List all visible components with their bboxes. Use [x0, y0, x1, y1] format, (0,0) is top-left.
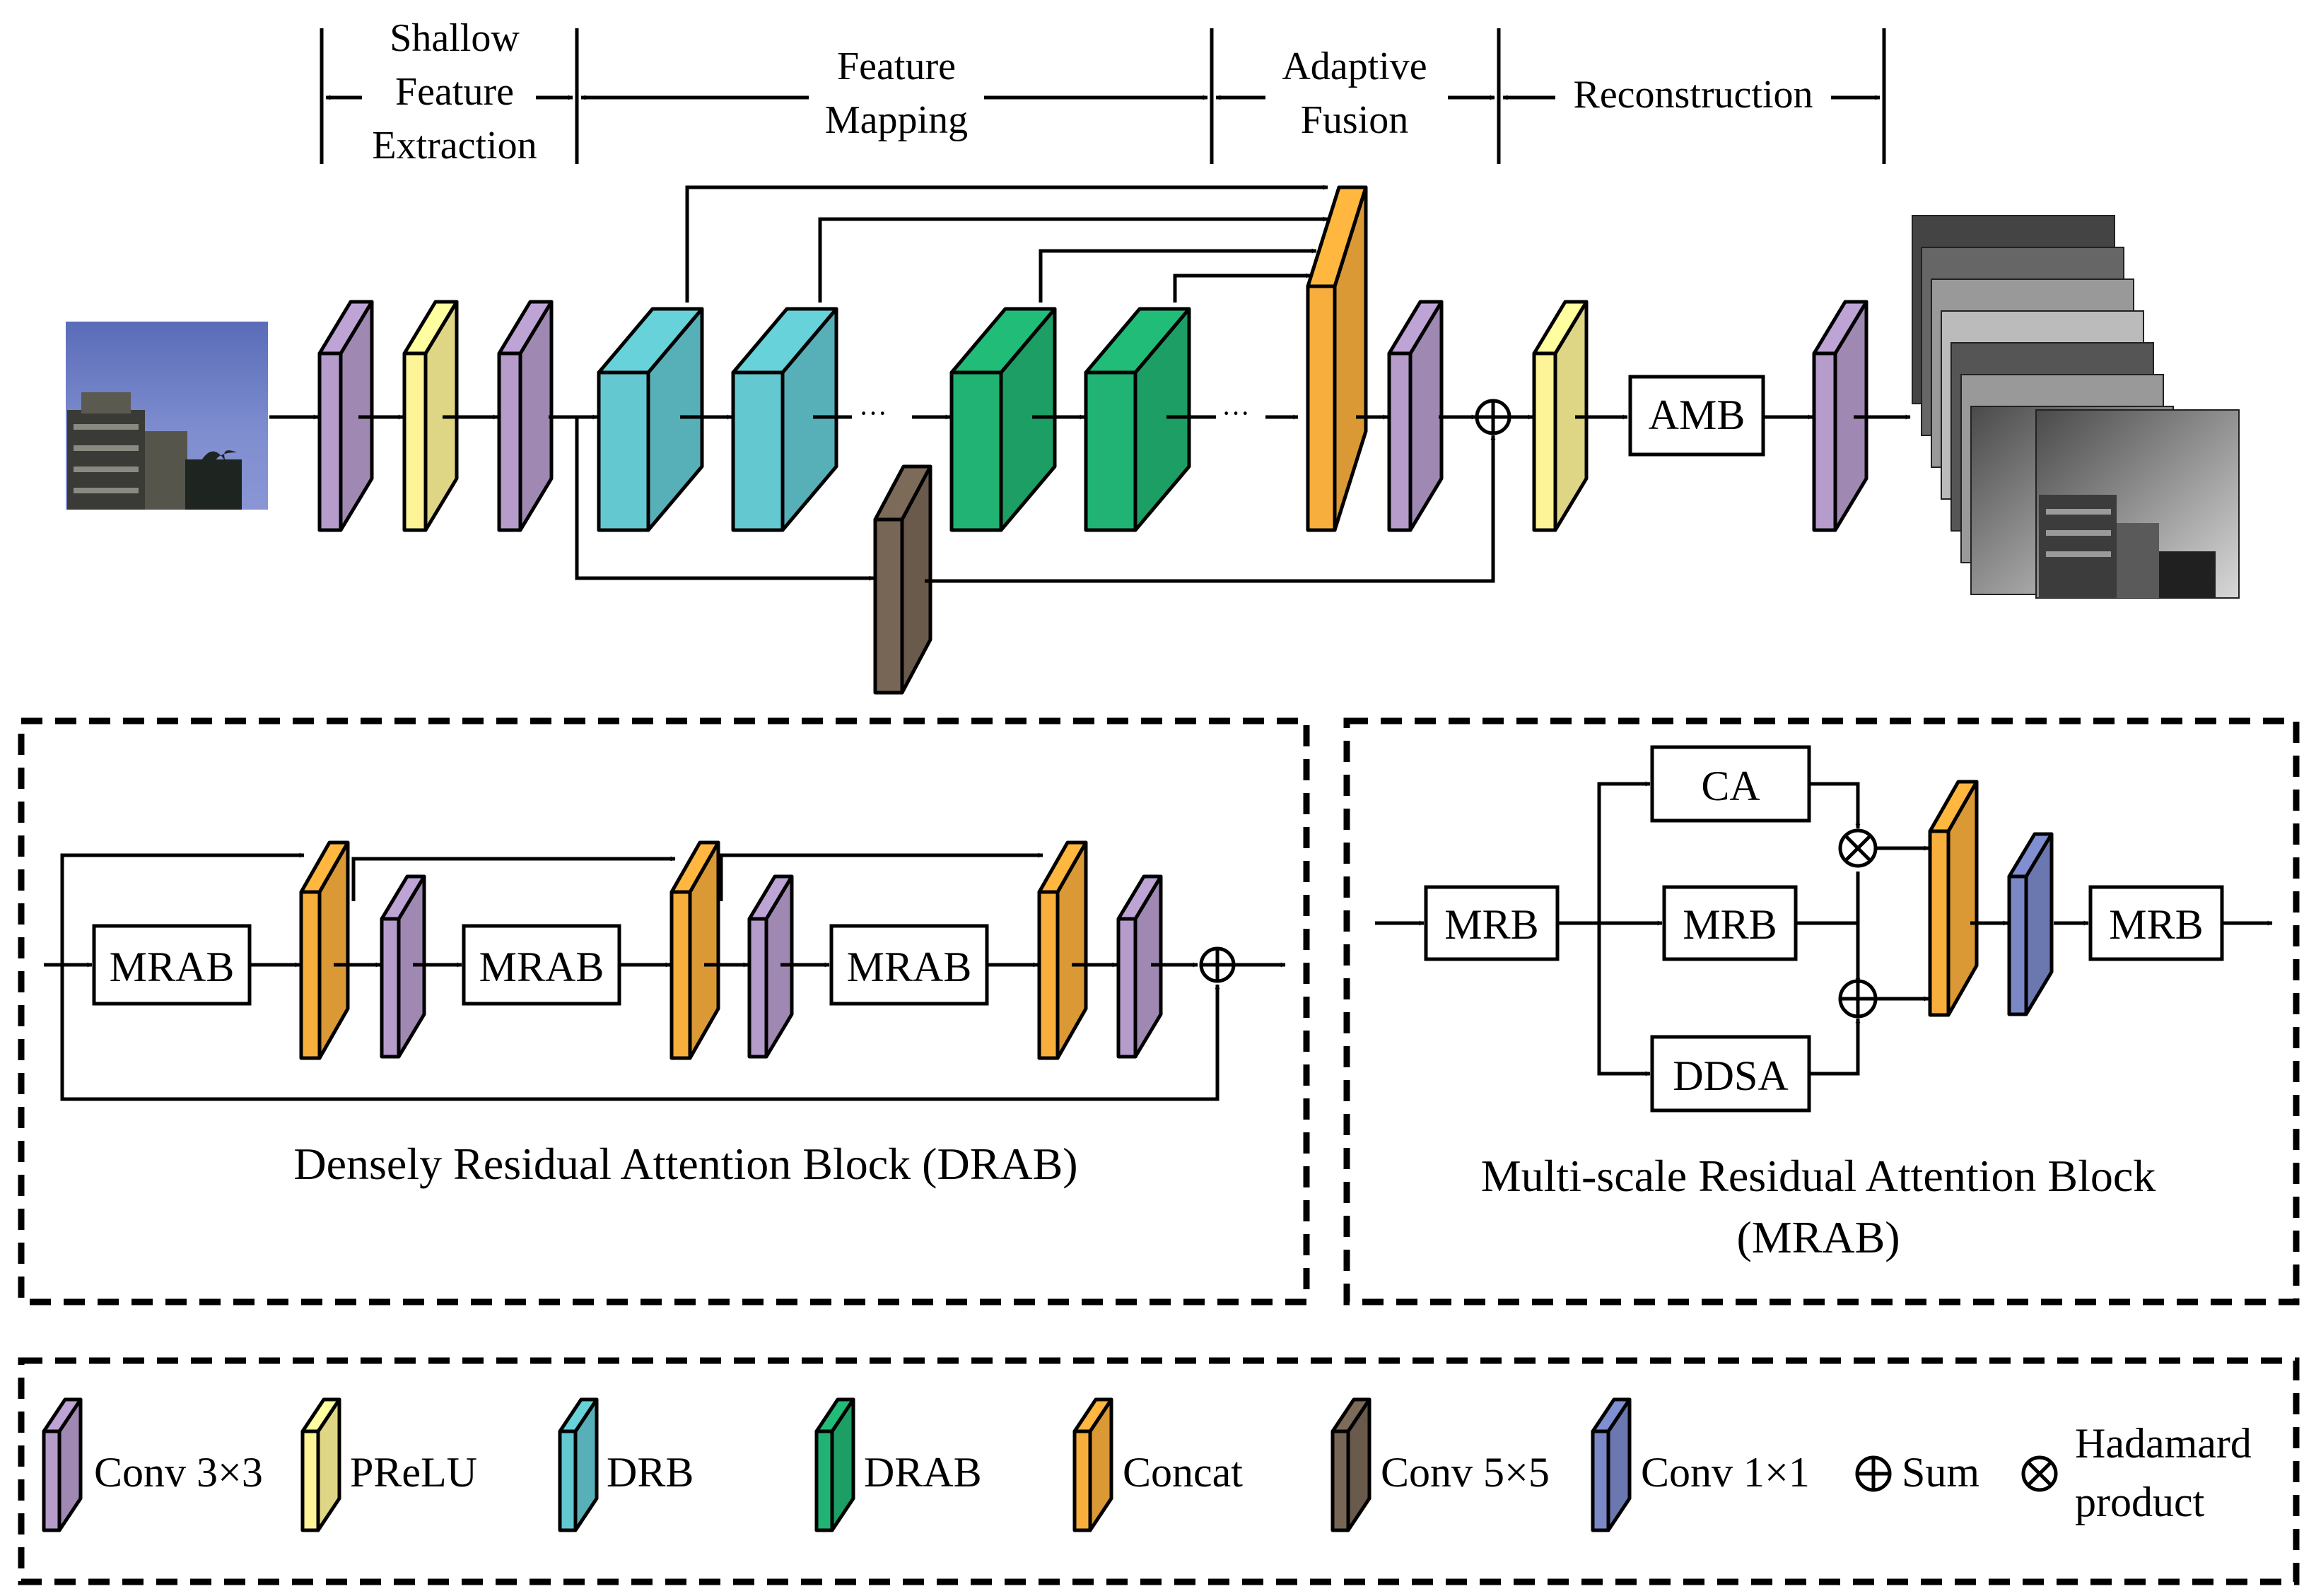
mrab-ca-box	[1650, 745, 1811, 823]
legend-swatch-drab	[814, 1397, 855, 1532]
main-sum-node	[1475, 399, 1511, 435]
mrab-concat-block	[1928, 780, 1979, 1017]
drab-caption: Densely Residual Attention Block (DRAB)	[293, 1139, 1077, 1189]
drab-concat-3	[1037, 840, 1088, 1060]
drab-mrab-label-3: MRAB	[847, 944, 972, 990]
drab-conv3x3-2	[747, 874, 794, 1059]
mrab-caption-line-1: Multi-scale Residual Attention Block	[1481, 1151, 2156, 1201]
output-image-stack	[1912, 215, 2240, 599]
stage-label-mapping-1: Feature	[837, 45, 956, 88]
drab-conv3x3-1	[380, 874, 426, 1059]
mrab-output-mrb-label: MRB	[2109, 901, 2203, 948]
legend-label-conv3: Conv 3×3	[94, 1449, 263, 1496]
legend-label-conv1: Conv 1×1	[1641, 1449, 1810, 1496]
drab-mrab-box-1	[92, 924, 252, 1006]
drab-concat-1	[299, 840, 350, 1060]
legend-label-sum: Sum	[1902, 1449, 1979, 1496]
stage-label-fusion-1: Adaptive	[1282, 45, 1427, 88]
stage-header: Shallow Feature Extraction Feature Mappi…	[320, 16, 1886, 168]
drb-block-2	[731, 307, 838, 532]
amb-block: AMB	[1628, 375, 1765, 457]
main-pipeline	[317, 185, 1868, 695]
legend-swatch-prelu	[300, 1397, 341, 1532]
legend-label-drab: DRAB	[864, 1449, 982, 1496]
prelu-block-1	[402, 300, 459, 532]
mrab-output-mrb-box	[2088, 885, 2224, 961]
mrab-ddsa-box	[1650, 1035, 1811, 1113]
drab-panel-frame	[18, 717, 1310, 1305]
legend-panel-frame	[18, 1357, 2300, 1585]
legend-swatch-conv1	[1591, 1397, 1632, 1532]
main-connectors: ··· ···	[269, 184, 1911, 583]
conv3x3-block-1	[317, 300, 374, 532]
legend: Conv 3×3 PReLU DRB DRAB Concat Conv 5×5 …	[42, 1397, 2252, 1532]
legend-label-conv5: Conv 5×5	[1381, 1449, 1550, 1496]
drab-block-1	[949, 307, 1057, 532]
legend-label-hadamard-1: Hadamard	[2075, 1420, 2252, 1467]
stage-label-reconstruction: Reconstruction	[1573, 73, 1813, 117]
mrab-mid-mrb-label: MRB	[1683, 901, 1777, 948]
drab-mrab-box-2	[462, 924, 621, 1006]
mrab-panel: MRB CA MRB DDSA MRB Multi-scale Residual…	[1375, 745, 2273, 1262]
conv3x3-block-4	[1812, 300, 1868, 532]
amb-label: AMB	[1649, 392, 1745, 438]
mrab-mid-mrb-box	[1662, 885, 1798, 961]
mrab-ca-label: CA	[1701, 763, 1760, 809]
drb-block-1	[597, 307, 704, 532]
conv3x3-block-2	[497, 300, 554, 532]
mrab-input-mrb-box	[1424, 885, 1560, 961]
stage-label-shallow-3: Extraction	[372, 124, 537, 168]
input-image	[66, 322, 268, 510]
legend-swatch-concat	[1072, 1397, 1113, 1532]
legend-label-hadamard-2: product	[2075, 1479, 2205, 1525]
prelu-block-2	[1532, 300, 1589, 532]
mrab-caption-line-2: (MRAB)	[1736, 1212, 1900, 1262]
drab-mrab-label-1: MRAB	[110, 944, 235, 990]
stage-label-fusion-2: Fusion	[1301, 98, 1409, 142]
stage-label-shallow-1: Shallow	[390, 16, 520, 60]
drab-block-2	[1084, 307, 1191, 532]
legend-sum-icon	[1855, 1455, 1892, 1492]
drab-mrab-box-3	[829, 924, 989, 1006]
legend-swatch-conv5	[1330, 1397, 1372, 1532]
legend-label-concat: Concat	[1123, 1449, 1243, 1496]
legend-label-drb: DRB	[607, 1449, 694, 1496]
legend-swatch-drb	[558, 1397, 599, 1532]
conv3x3-block-3	[1387, 300, 1444, 532]
ellipsis-drb: ···	[859, 397, 887, 429]
mrab-ddsa-label: DDSA	[1673, 1052, 1788, 1099]
drab-panel: MRAB MRAB MRAB Densely Residual Attentio…	[44, 840, 1286, 1189]
mrab-conv1x1-block	[2007, 832, 2054, 1016]
drab-conv3x3-3	[1116, 874, 1163, 1059]
concat-block	[1306, 185, 1368, 532]
legend-hadamard-icon	[2021, 1455, 2058, 1492]
mrab-input-mrb-label: MRB	[1444, 901, 1538, 948]
drab-concat-2	[669, 840, 720, 1060]
ellipsis-drab: ···	[1222, 397, 1250, 429]
stage-label-mapping-2: Mapping	[825, 98, 968, 142]
legend-label-prelu: PReLU	[350, 1449, 477, 1496]
conv5x5-block	[873, 464, 932, 695]
legend-swatch-conv3	[42, 1397, 83, 1532]
mrab-panel-frame	[1343, 717, 2300, 1305]
stage-label-shallow-2: Feature	[395, 70, 514, 114]
drab-mrab-label-2: MRAB	[479, 944, 604, 990]
